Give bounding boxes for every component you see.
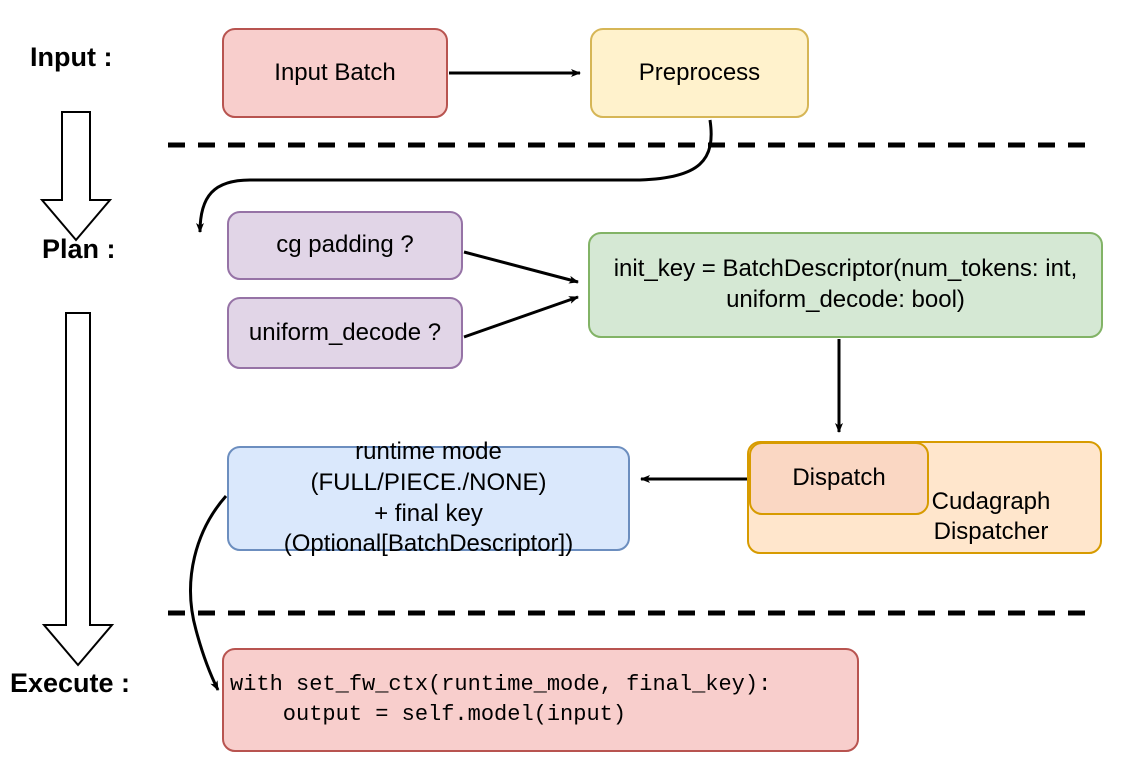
- node-cg-padding[interactable]: cg padding ?: [227, 211, 463, 280]
- node-input-batch[interactable]: Input Batch: [222, 28, 448, 118]
- node-preprocess-label: Preprocess: [638, 58, 761, 86]
- plan-to-execute-block-arrow: [41, 312, 115, 667]
- node-dispatch-label: Dispatch: [792, 464, 886, 492]
- node-runtime-mode-line-1: runtime mode (FULL/PIECE./NONE): [310, 438, 547, 496]
- node-runtime-mode[interactable]: runtime mode (FULL/PIECE./NONE) + final …: [227, 438, 630, 557]
- node-runtime-mode-line-2: + final key (Optional[BatchDescriptor]): [283, 499, 574, 558]
- node-cudagraph-dispatcher-line-2: Dispatcher: [933, 518, 1049, 546]
- node-cudagraph-dispatcher-line-1: Cudagraph: [931, 487, 1051, 515]
- node-init-key-line-2: uniform_decode: bool): [726, 286, 965, 313]
- node-execute-code-line-1: with set_fw_ctx(runtime_mode, final_key)…: [230, 672, 772, 698]
- node-execute-code[interactable]: with set_fw_ctx(runtime_mode, final_key)…: [222, 648, 859, 752]
- node-dispatch[interactable]: Dispatch: [749, 442, 929, 515]
- node-init-key-line-1: init_key = BatchDescriptor(num_tokens: i…: [613, 255, 1078, 283]
- node-input-batch-label: Input Batch: [274, 58, 396, 86]
- stage-label-plan: Plan :: [42, 234, 116, 264]
- stage-label-execute: Execute :: [10, 668, 131, 698]
- arrow-runtime-mode-to-execute-code: [189, 495, 228, 691]
- node-cg-padding-label: cg padding ?: [276, 231, 414, 259]
- node-init-key[interactable]: init_key = BatchDescriptor(num_tokens: i…: [588, 232, 1103, 338]
- stage-label-input: Input :: [30, 42, 113, 72]
- arrow-uniform-decode-to-init-key: [463, 295, 579, 339]
- node-preprocess[interactable]: Preprocess: [590, 28, 809, 118]
- node-uniform-decode-label: uniform_decode ?: [248, 318, 442, 346]
- node-uniform-decode[interactable]: uniform_decode ?: [227, 297, 463, 369]
- arrow-cg-padding-to-init-key: [463, 250, 579, 284]
- input-to-plan-block-arrow: [39, 111, 113, 242]
- node-execute-code-line-2: output = self.model(input): [230, 702, 627, 727]
